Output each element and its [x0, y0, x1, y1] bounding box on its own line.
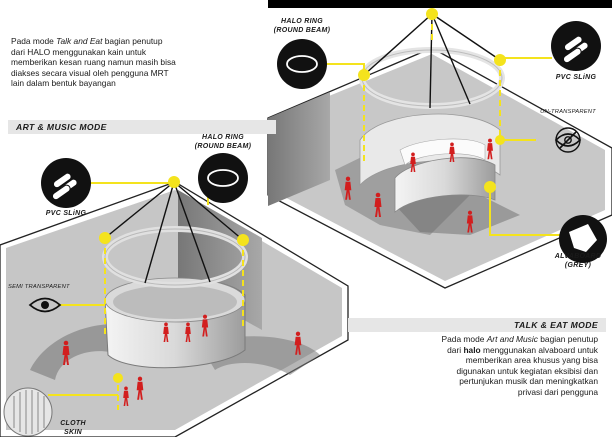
halo-ring-icon — [198, 153, 248, 203]
pvc-sling-icon — [41, 158, 91, 208]
eye-icon — [28, 297, 62, 313]
talk-eat-description: Pada mode Talk and Eat bagian penutup da… — [11, 36, 176, 89]
halo-ring-left-label: HALO RING(ROUND BEAM) — [194, 134, 252, 150]
eye-crossed-icon — [554, 127, 582, 153]
talk-eat-platform — [267, 13, 612, 289]
pvc-sling-icon — [551, 21, 601, 71]
pvc-sling-left-label: PVC SLiNG — [45, 210, 87, 217]
anchor-dots — [99, 8, 506, 383]
art-music-mode-title: ART & MUSIC MODE — [8, 120, 276, 134]
pvc-sling-right-label: PVC SLiNG — [555, 74, 597, 81]
talk-eat-mode-title: TALK & EAT MODE — [348, 318, 606, 332]
art-music-platform — [0, 181, 349, 437]
un-transparent-label: UN-TRANSPARENT — [540, 109, 596, 115]
halo-ring-icon — [277, 39, 327, 89]
alvaboard-label: ALVABOARD(GREY) — [554, 253, 602, 269]
alvaboard-icon — [559, 215, 607, 263]
art-music-description: Pada mode Art and Music bagian penutup d… — [441, 334, 598, 397]
cloth-skin-icon — [3, 387, 53, 437]
semi-transparent-label: SEMI TRANSPARENT — [8, 284, 70, 290]
top-black-bar — [268, 0, 612, 8]
halo-ring-top-label: HALO RING(ROUND BEAM) — [273, 18, 331, 34]
